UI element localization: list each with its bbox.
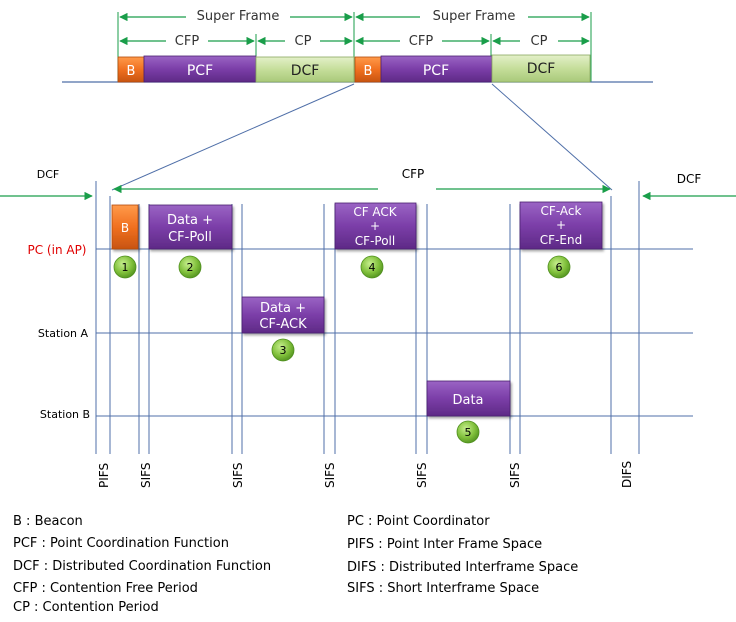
dcf-block: [255, 56, 355, 83]
cfp-label: CFP: [175, 34, 200, 49]
row-label-station-b: Station B: [40, 408, 90, 421]
step-number: 5: [465, 426, 472, 439]
legend-item-sifs: SIFS : Short Interframe Space: [347, 581, 540, 596]
step-marker-4: 4: [360, 255, 384, 279]
cfack-cfpoll-frame: [334, 202, 417, 250]
data-frame-label: Data: [452, 393, 483, 408]
space-label-sifs: SIFS: [508, 463, 522, 488]
legend-item-cfp: CFP : Contention Free Period: [13, 581, 198, 596]
step-number: 3: [280, 344, 287, 357]
cfp-label: CFP: [409, 34, 434, 49]
cfack-cfend-label-line3: CF-End: [540, 233, 582, 247]
beacon-block-label: B: [127, 64, 136, 79]
beacon-block: [354, 56, 382, 83]
data-cfpoll-label-line2: CF-Poll: [168, 230, 212, 245]
step-marker-5: 5: [456, 420, 480, 444]
step-number: 6: [556, 261, 563, 274]
row-label-station-a: Station A: [38, 327, 89, 340]
space-label-sifs: SIFS: [139, 463, 153, 488]
cp-label: CP: [295, 34, 312, 49]
legend-item-difs: DIFS : Distributed Interframe Space: [347, 560, 579, 575]
cfack-cfpoll-label-line2: +: [370, 219, 380, 233]
timeline-section: DCF CFP DCF PC (in AP) Station A Station…: [0, 167, 736, 488]
space-label-sifs: SIFS: [323, 463, 337, 488]
data-cfpoll-frame: [148, 204, 233, 250]
legend-item-pcf: PCF : Point Coordination Function: [13, 536, 229, 551]
zoom-line-right: [491, 83, 613, 191]
space-label-sifs: SIFS: [415, 463, 429, 488]
beacon-block: [117, 56, 145, 83]
step-number: 4: [369, 261, 376, 274]
data-frame: [426, 380, 511, 417]
legend-item-pc: PC : Point Coordinator: [347, 514, 490, 529]
data-cfack-label-line2: CF-ACK: [259, 317, 307, 332]
step-number: 2: [187, 261, 194, 274]
beacon-frame-label: B: [121, 221, 129, 235]
superframe-section: Super Frame Super Frame CFP CP CFP CP B …: [62, 9, 653, 191]
legend-item-dcf: DCF : Distributed Coordination Function: [13, 559, 272, 574]
cp-label: CP: [531, 34, 548, 49]
space-label-pifs: PIFS: [97, 463, 111, 488]
cfp-span-label: CFP: [402, 167, 425, 181]
dcf-right-label: DCF: [677, 172, 702, 186]
legend-item-pifs: PIFS : Point Inter Frame Space: [347, 537, 543, 552]
cfack-cfpoll-label-line1: CF ACK: [353, 205, 397, 219]
step-number: 1: [122, 261, 129, 274]
pcf-block: [380, 55, 493, 83]
beacon-block-label: B: [364, 64, 373, 79]
dcf-block-label: DCF: [527, 61, 556, 77]
zoom-line-left: [111, 83, 355, 191]
data-cfpoll-label-line1: Data +: [167, 213, 213, 228]
dcf-block-label: DCF: [291, 63, 320, 79]
dcf-block: [491, 54, 591, 83]
step-marker-1: 1: [113, 255, 137, 279]
step-marker-3: 3: [271, 338, 295, 362]
dcf-left-label: DCF: [37, 168, 59, 181]
step-marker-2: 2: [178, 255, 202, 279]
cfack-cfend-frame: [519, 201, 603, 250]
legend-item-cp: CP : Contention Period: [13, 600, 159, 615]
cfack-cfpoll-label-line3: CF-Poll: [355, 234, 395, 248]
pcf-block-label: PCF: [423, 63, 449, 79]
space-label-difs: DIFS: [620, 461, 634, 488]
beacon-frame: [111, 204, 139, 250]
legend-item-beacon: B : Beacon: [13, 514, 83, 529]
data-cfack-frame: [241, 296, 325, 334]
cfack-cfend-label-line2: +: [556, 218, 566, 232]
data-cfack-label-line1: Data +: [260, 301, 306, 316]
space-label-sifs: SIFS: [231, 463, 245, 488]
superframe-label: Super Frame: [197, 9, 280, 24]
step-marker-6: 6: [547, 255, 571, 279]
row-label-pc: PC (in AP): [28, 243, 87, 257]
pcf-block: [143, 55, 257, 83]
superframe-label: Super Frame: [433, 9, 516, 24]
cfack-cfend-label-line1: CF-Ack: [541, 204, 582, 218]
pcf-block-label: PCF: [187, 63, 213, 79]
